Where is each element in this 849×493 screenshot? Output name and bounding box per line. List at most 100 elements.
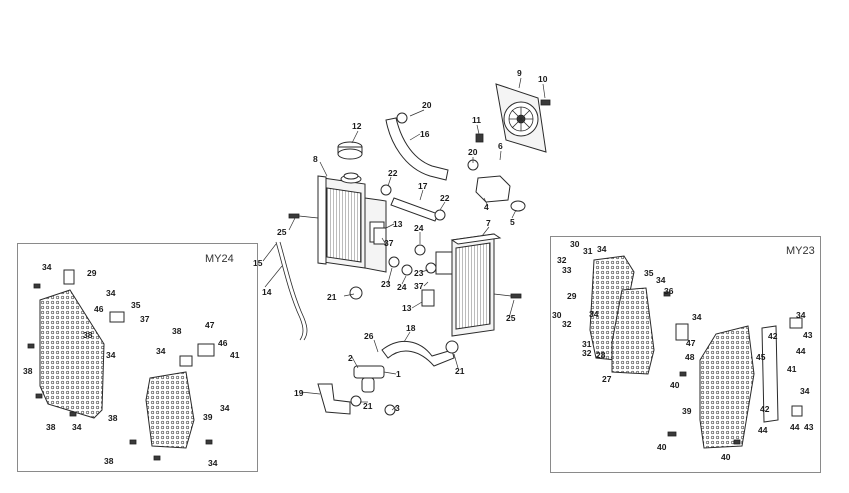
callout-label: 20 [422,100,432,110]
callout-label: 38 [104,456,114,466]
guard-bracket [675,323,689,341]
callout-label: 25 [506,313,516,323]
guard-bracket [197,343,215,357]
callout-label: 34 [72,422,82,432]
callout-label: 46 [218,338,228,348]
hose-clamp [445,340,459,354]
screw [129,439,137,445]
callout-label: 31 [583,246,593,256]
callout-label: 5 [510,217,515,227]
callout-label: 34 [208,458,218,468]
hose-clamp [384,404,396,416]
callout-label: 34 [597,244,607,254]
callout-label: 42 [760,404,770,414]
inset-title: MY23 [786,245,815,257]
inset-frame [550,236,821,473]
callout-label: 39 [203,412,213,422]
overflow-hose [275,241,304,341]
fan-nut [475,133,484,143]
callout-label: 28 [596,350,606,360]
radiator-guard [145,371,195,449]
guard-bracket [63,269,75,285]
thermostat-housing [475,175,526,212]
callout-label: 18 [406,323,416,333]
callout-label: 34 [589,309,599,319]
mounting-bracket [421,289,435,307]
callout-label: 21 [327,292,337,302]
callout-label: 39 [682,406,692,416]
callout-label: 29 [567,291,577,301]
guard-bracket [109,311,125,323]
callout-label: 37 [384,238,394,248]
right-inset-callouts: 30 31 34 32 33 35 34 36 29 30 32 34 31 3… [552,239,814,462]
leader-lines [262,77,546,411]
callout-label: 34 [156,346,166,356]
screw [733,439,741,445]
callout-label: 41 [230,350,240,360]
callout-label: 45 [756,352,766,362]
callout-label: 34 [656,275,666,285]
left-inset-callouts: 34 29 34 46 35 37 38 34 38 38 34 38 47 4… [23,262,240,468]
screw [205,439,213,445]
filler-neck [340,172,362,184]
elbow-hose [317,383,351,415]
inset-title: MY24 [205,253,234,265]
callout-label: 26 [364,331,374,341]
callout-label: 1 [396,369,401,379]
radiator-guard [611,287,655,375]
callout-label: 35 [644,268,654,278]
screw [153,455,161,461]
inset-my23: MY23 30 31 34 32 33 35 34 36 29 30 32 34… [550,236,821,473]
screw [69,411,77,417]
hose-clamp [350,395,362,407]
guard-bracket [179,355,193,367]
bolt [510,293,522,299]
bypass-hose [390,197,439,222]
callout-label: 2 [348,353,353,363]
callout-label: 16 [420,129,430,139]
callout-label: 20 [468,147,478,157]
guard-bracket [789,317,803,329]
screw [663,291,671,297]
callout-label: 30 [552,310,562,320]
hose-clamp [349,286,363,300]
upper-hose [385,117,449,181]
screw [667,431,677,437]
hose-clamp [434,209,446,221]
radiator-guard [39,289,105,419]
callout-label: 47 [686,338,696,348]
callout-label: 17 [418,181,428,191]
callout-label: 38 [108,413,118,423]
callout-label: 25 [277,227,287,237]
callout-label: 13 [393,219,403,229]
callout-label: 37 [414,281,424,291]
right-radiator [435,233,502,337]
callout-label: 3 [395,403,400,413]
callout-label: 30 [570,239,580,249]
callout-label: 40 [670,380,680,390]
radiator-cap [337,141,363,160]
callout-label: 44 [790,422,800,432]
screw [33,283,41,289]
callout-label: 34 [106,288,116,298]
callout-label: 36 [664,286,674,296]
hose-t-piece [353,365,385,393]
callout-label: 43 [803,330,813,340]
callout-label: 40 [721,452,731,462]
callout-label: 34 [796,310,806,320]
cooling-fan [495,83,547,153]
callout-label: 10 [538,74,548,84]
callout-label: 34 [42,262,52,272]
callout-label: 38 [23,366,33,376]
fan-bolt [540,99,551,106]
callout-label: 24 [414,223,424,233]
callout-label: 33 [562,265,572,275]
callout-label: 42 [768,331,778,341]
inset-my24: MY24 34 29 34 46 35 37 38 34 38 38 34 38… [17,243,258,472]
callout-label: 27 [602,374,612,384]
callout-label: 13 [402,303,412,313]
callout-label: 6 [498,141,503,151]
callout-label: 38 [83,330,93,340]
callout-label: 21 [455,366,465,376]
